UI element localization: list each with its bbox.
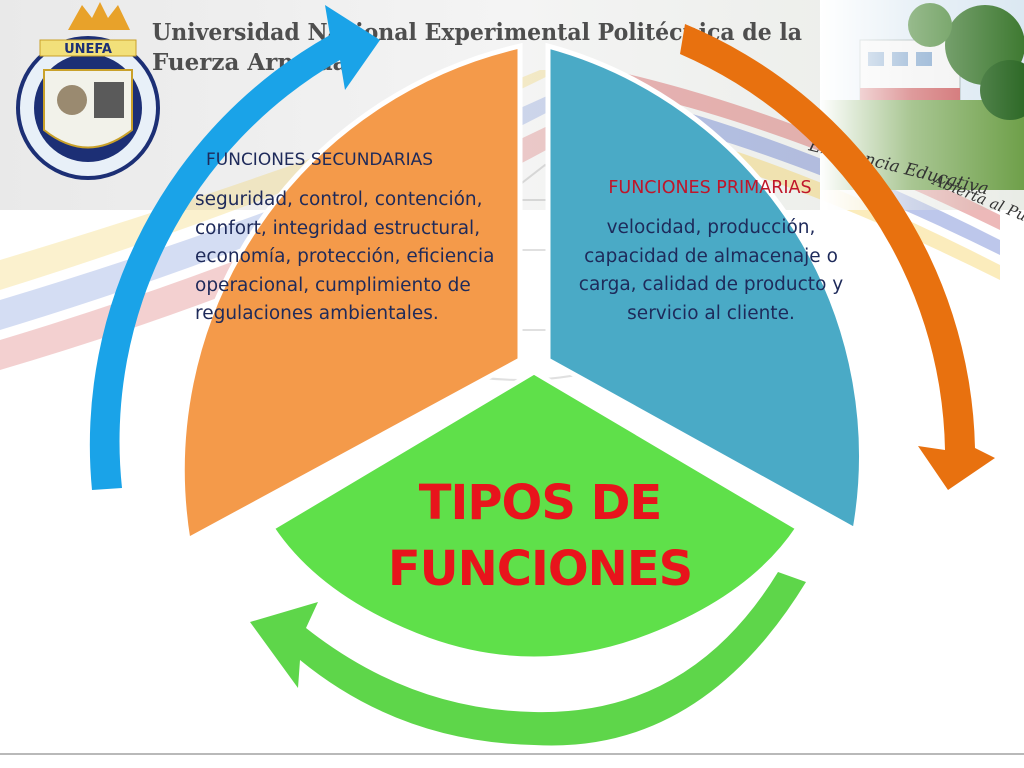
center-title: TIPOS DE FUNCIONES	[330, 470, 750, 602]
primary-functions-heading: FUNCIONES PRIMARIAS	[608, 178, 812, 198]
secondary-functions-sector	[179, 42, 523, 544]
center-title-sector	[268, 369, 802, 662]
green-cycle-arrow	[250, 572, 806, 746]
secondary-functions-heading: FUNCIONES SECUNDARIAS	[206, 150, 434, 170]
secondary-functions-body: seguridad, control, contención, confort,…	[195, 189, 495, 324]
center-title-line1: TIPOS DE	[418, 475, 663, 531]
unefa-crest: UNEFA	[16, 2, 160, 180]
primary-functions-body: velocidad, producción, capacidad de alma…	[578, 217, 844, 324]
footer-line	[0, 753, 1024, 755]
center-title-line2: FUNCIONES	[387, 541, 693, 597]
orange-cycle-arrow	[680, 24, 995, 490]
primary-functions-sector	[545, 42, 864, 534]
crest-label: UNEFA	[64, 42, 112, 57]
blue-cycle-arrow	[89, 5, 380, 490]
